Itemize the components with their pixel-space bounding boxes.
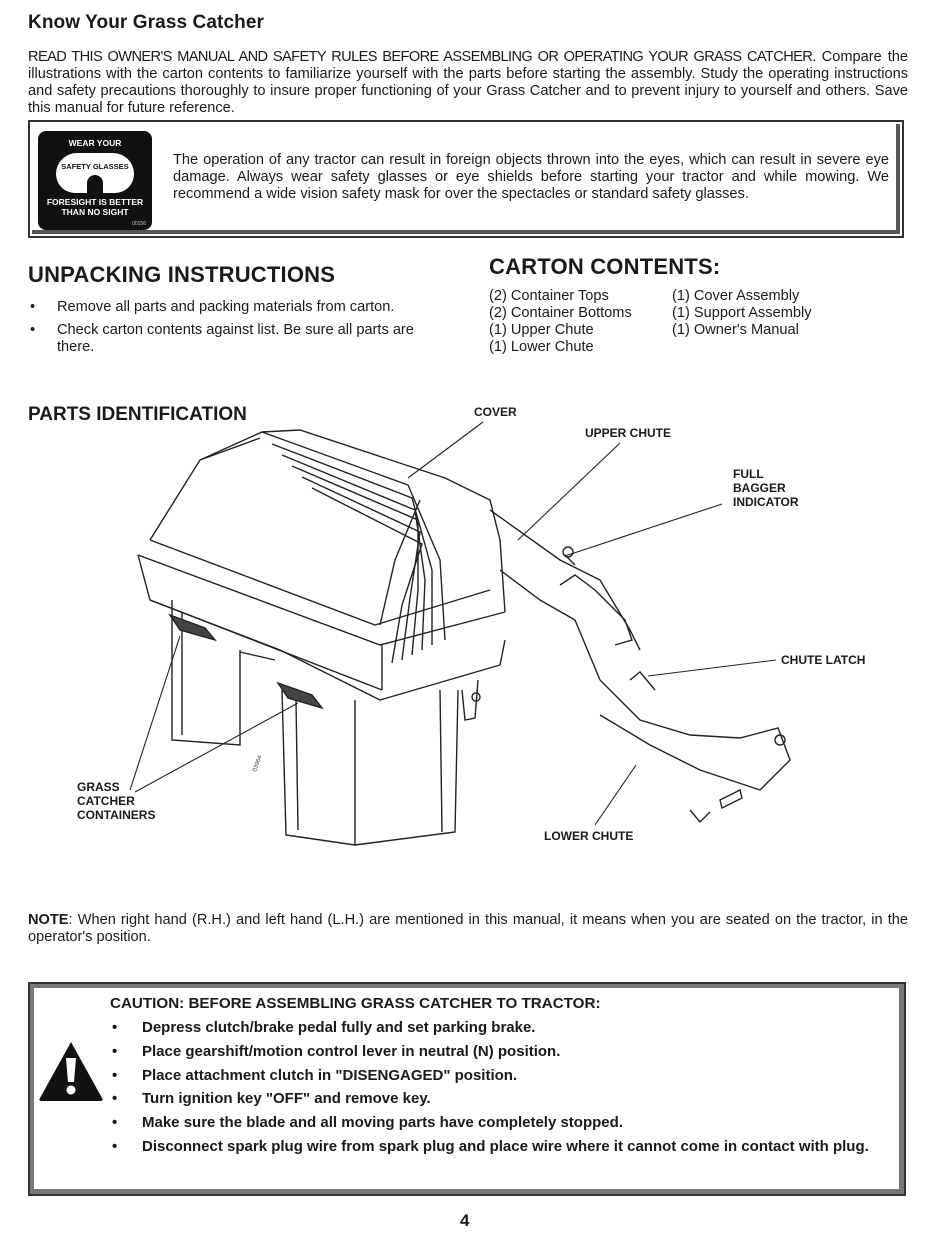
callout-chute-latch: CHUTE LATCH — [781, 653, 866, 667]
callout-upper-chute: UPPER CHUTE — [585, 426, 672, 440]
caution-item: •Make sure the blade and all moving part… — [112, 1114, 623, 1131]
carton-heading: CARTON CONTENTS: — [489, 254, 721, 279]
callout-grass-catcher-containers: GRASS CATCHER CONTAINERS — [77, 780, 156, 822]
intro-paragraph: READ THIS OWNER'S MANUAL AND SAFETY RULE… — [28, 49, 908, 117]
badge-line-4: THAN NO SIGHT — [61, 207, 129, 217]
note-text: : When right hand (R.H.) and left hand (… — [28, 912, 908, 945]
unpacking-item: • Check carton contents against list. Be… — [30, 322, 414, 355]
caution-item: •Disconnect spark plug wire from spark p… — [112, 1138, 869, 1155]
carton-item: (1) Upper Chute — [489, 322, 594, 338]
carton-list-right: (1) Cover Assembly (1) Support Assembly … — [672, 288, 812, 339]
badge-code: 00156 — [132, 221, 146, 227]
carton-item: (1) Owner's Manual — [672, 322, 799, 338]
bullet: • — [30, 299, 36, 315]
caution-heading: CAUTION: BEFORE ASSEMBLING GRASS CATCHER… — [110, 995, 601, 1012]
figure-code: 03964 — [252, 754, 264, 772]
caution-item: •Depress clutch/brake pedal fully and se… — [112, 1019, 536, 1036]
warning-icon — [39, 1042, 103, 1101]
carton-item: (1) Lower Chute — [489, 339, 594, 355]
caution-box — [28, 982, 906, 1196]
container-handles — [168, 613, 324, 710]
caution-item: •Turn ignition key "OFF" and remove key. — [112, 1090, 431, 1107]
upper-chute — [489, 509, 641, 681]
carton-item: (1) Support Assembly — [672, 305, 812, 321]
left-container — [171, 600, 276, 746]
intro-text: Compare the illustrations with the carto… — [28, 49, 908, 116]
caution-item: •Place attachment clutch in "DISENGAGED"… — [112, 1067, 518, 1084]
safety-glasses-box: WEAR YOUR SAFETY GLASSES FORESIGHT IS BE… — [28, 120, 904, 238]
carton-list-left: (2) Container Tops (2) Container Bottoms… — [489, 288, 632, 356]
intro-warning: READ THIS OWNER'S MANUAL AND SAFETY RULE… — [28, 49, 816, 65]
badge-line-1: WEAR YOUR — [68, 138, 122, 148]
callout-full-bagger-indicator: FULL BAGGER INDICATOR — [733, 467, 799, 509]
note-paragraph: NOTE: When right hand (R.H.) and left ha… — [28, 912, 908, 946]
leader-lines — [129, 421, 777, 826]
bullet: • — [30, 322, 36, 338]
safety-glasses-icon — [56, 153, 134, 193]
carton-item: (2) Container Tops — [489, 288, 609, 304]
unpacking-heading: UNPACKING INSTRUCTIONS — [28, 262, 336, 287]
cover — [137, 429, 506, 721]
callout-cover: COVER — [474, 405, 517, 419]
safety-text: The operation of any tractor can result … — [173, 152, 889, 202]
safety-glasses-badge: WEAR YOUR SAFETY GLASSES FORESIGHT IS BE… — [38, 131, 152, 230]
page-title: Know Your Grass Catcher — [28, 12, 264, 33]
carton-item: (2) Container Bottoms — [489, 305, 632, 321]
parts-heading: PARTS IDENTIFICATION — [28, 404, 247, 425]
caution-item: •Place gearshift/motion control lever in… — [112, 1043, 561, 1060]
page-number: 4 — [460, 1211, 470, 1230]
carton-item: (1) Cover Assembly — [672, 288, 800, 304]
lower-chute — [599, 671, 791, 824]
badge-line-3: FORESIGHT IS BETTER — [46, 197, 144, 207]
callout-lower-chute: LOWER CHUTE — [544, 829, 634, 843]
unpacking-item: • Remove all parts and packing materials… — [30, 299, 395, 315]
badge-line-2: SAFETY GLASSES — [61, 162, 129, 171]
grass-catcher-diagram: 03964 — [129, 421, 791, 846]
right-container — [281, 689, 459, 846]
note-label: NOTE — [28, 912, 69, 928]
